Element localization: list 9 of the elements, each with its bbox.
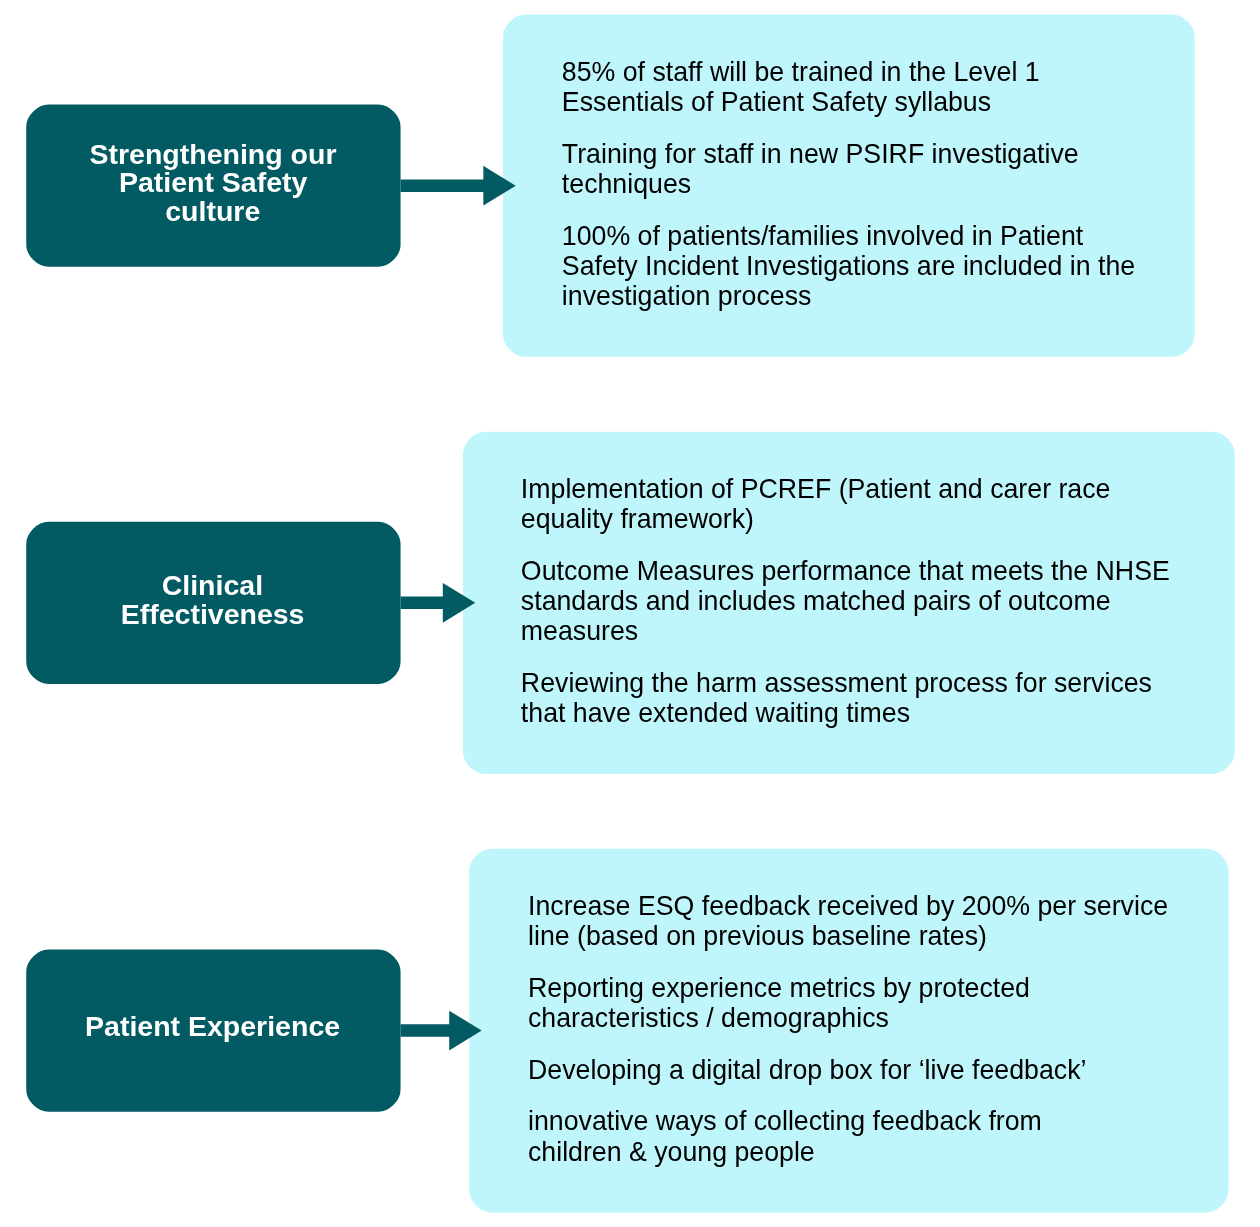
arrow [400,165,516,206]
node-box: Patient Experience [25,949,401,1112]
node-box: 85% of staff will be trained in the Level 1 Essentials of Patient Safety syllabus Training for staff in new PSIRF investigative techniques 100% of patients/families involved in Patient Safety Incident Investigations are included in the investigation process [502,14,1195,357]
node-box: Strengthening our Patient Safety culture [25,104,401,267]
node-box: Increase ESQ feedback received by 200% per service line (based on previous baseline rates) Reporting experience metrics by protected characteristics / demographics Developing a digital drop box for ‘live feedback’ innovative ways of collecting feedback from children & young people [468,848,1229,1213]
node-box: Clinical Effectiveness [25,521,401,684]
arrow [400,582,475,623]
node-box: Implementation of PCREF (Patient and carer race equality framework) Outcome Measures performance that meets the NHSE standards and includes matched pairs of outcome measures Reviewing the harm assessment process for services that have extended waiting times [462,431,1235,774]
arrow [400,1010,482,1051]
